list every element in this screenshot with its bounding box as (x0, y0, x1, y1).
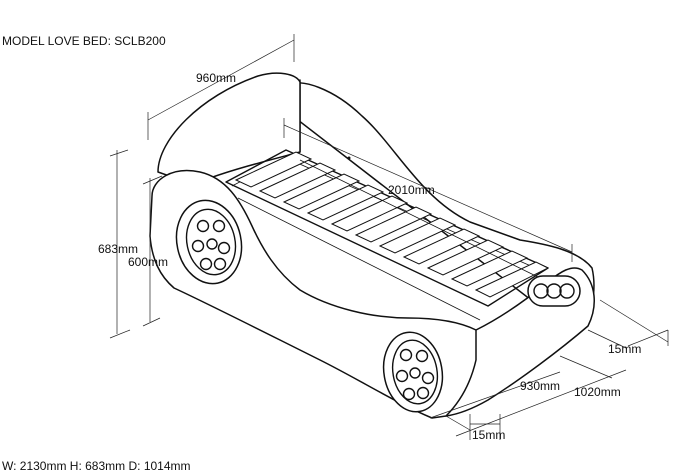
label-outer-width: 1020mm (574, 385, 621, 399)
label-length: 2010mm (388, 183, 435, 197)
dim-top-width (147, 34, 295, 140)
dim-height-total (109, 149, 131, 339)
front-wheel (175, 199, 243, 285)
label-top-width: 960mm (196, 71, 236, 85)
dim-length (283, 118, 573, 262)
dim-right (559, 299, 669, 379)
label-margin-right: 15mm (608, 342, 641, 356)
head-panel (157, 72, 301, 179)
overall-dimensions: W: 2130mm H: 683mm D: 1014mm (2, 459, 191, 473)
headlight (527, 275, 581, 307)
dim-height-inner (142, 175, 163, 327)
dim-bottom (429, 369, 627, 440)
label-height-total: 683mm (98, 242, 138, 256)
label-margin-bottom: 15mm (472, 428, 505, 442)
center-mark (347, 156, 351, 160)
slats (234, 151, 550, 298)
rear-wheel (382, 331, 444, 413)
far-side-panel (284, 82, 595, 331)
model-title: MODEL LOVE BED: SCLB200 (2, 34, 166, 48)
label-height-inner: 600mm (128, 255, 168, 269)
label-inner-width: 930mm (520, 379, 560, 393)
